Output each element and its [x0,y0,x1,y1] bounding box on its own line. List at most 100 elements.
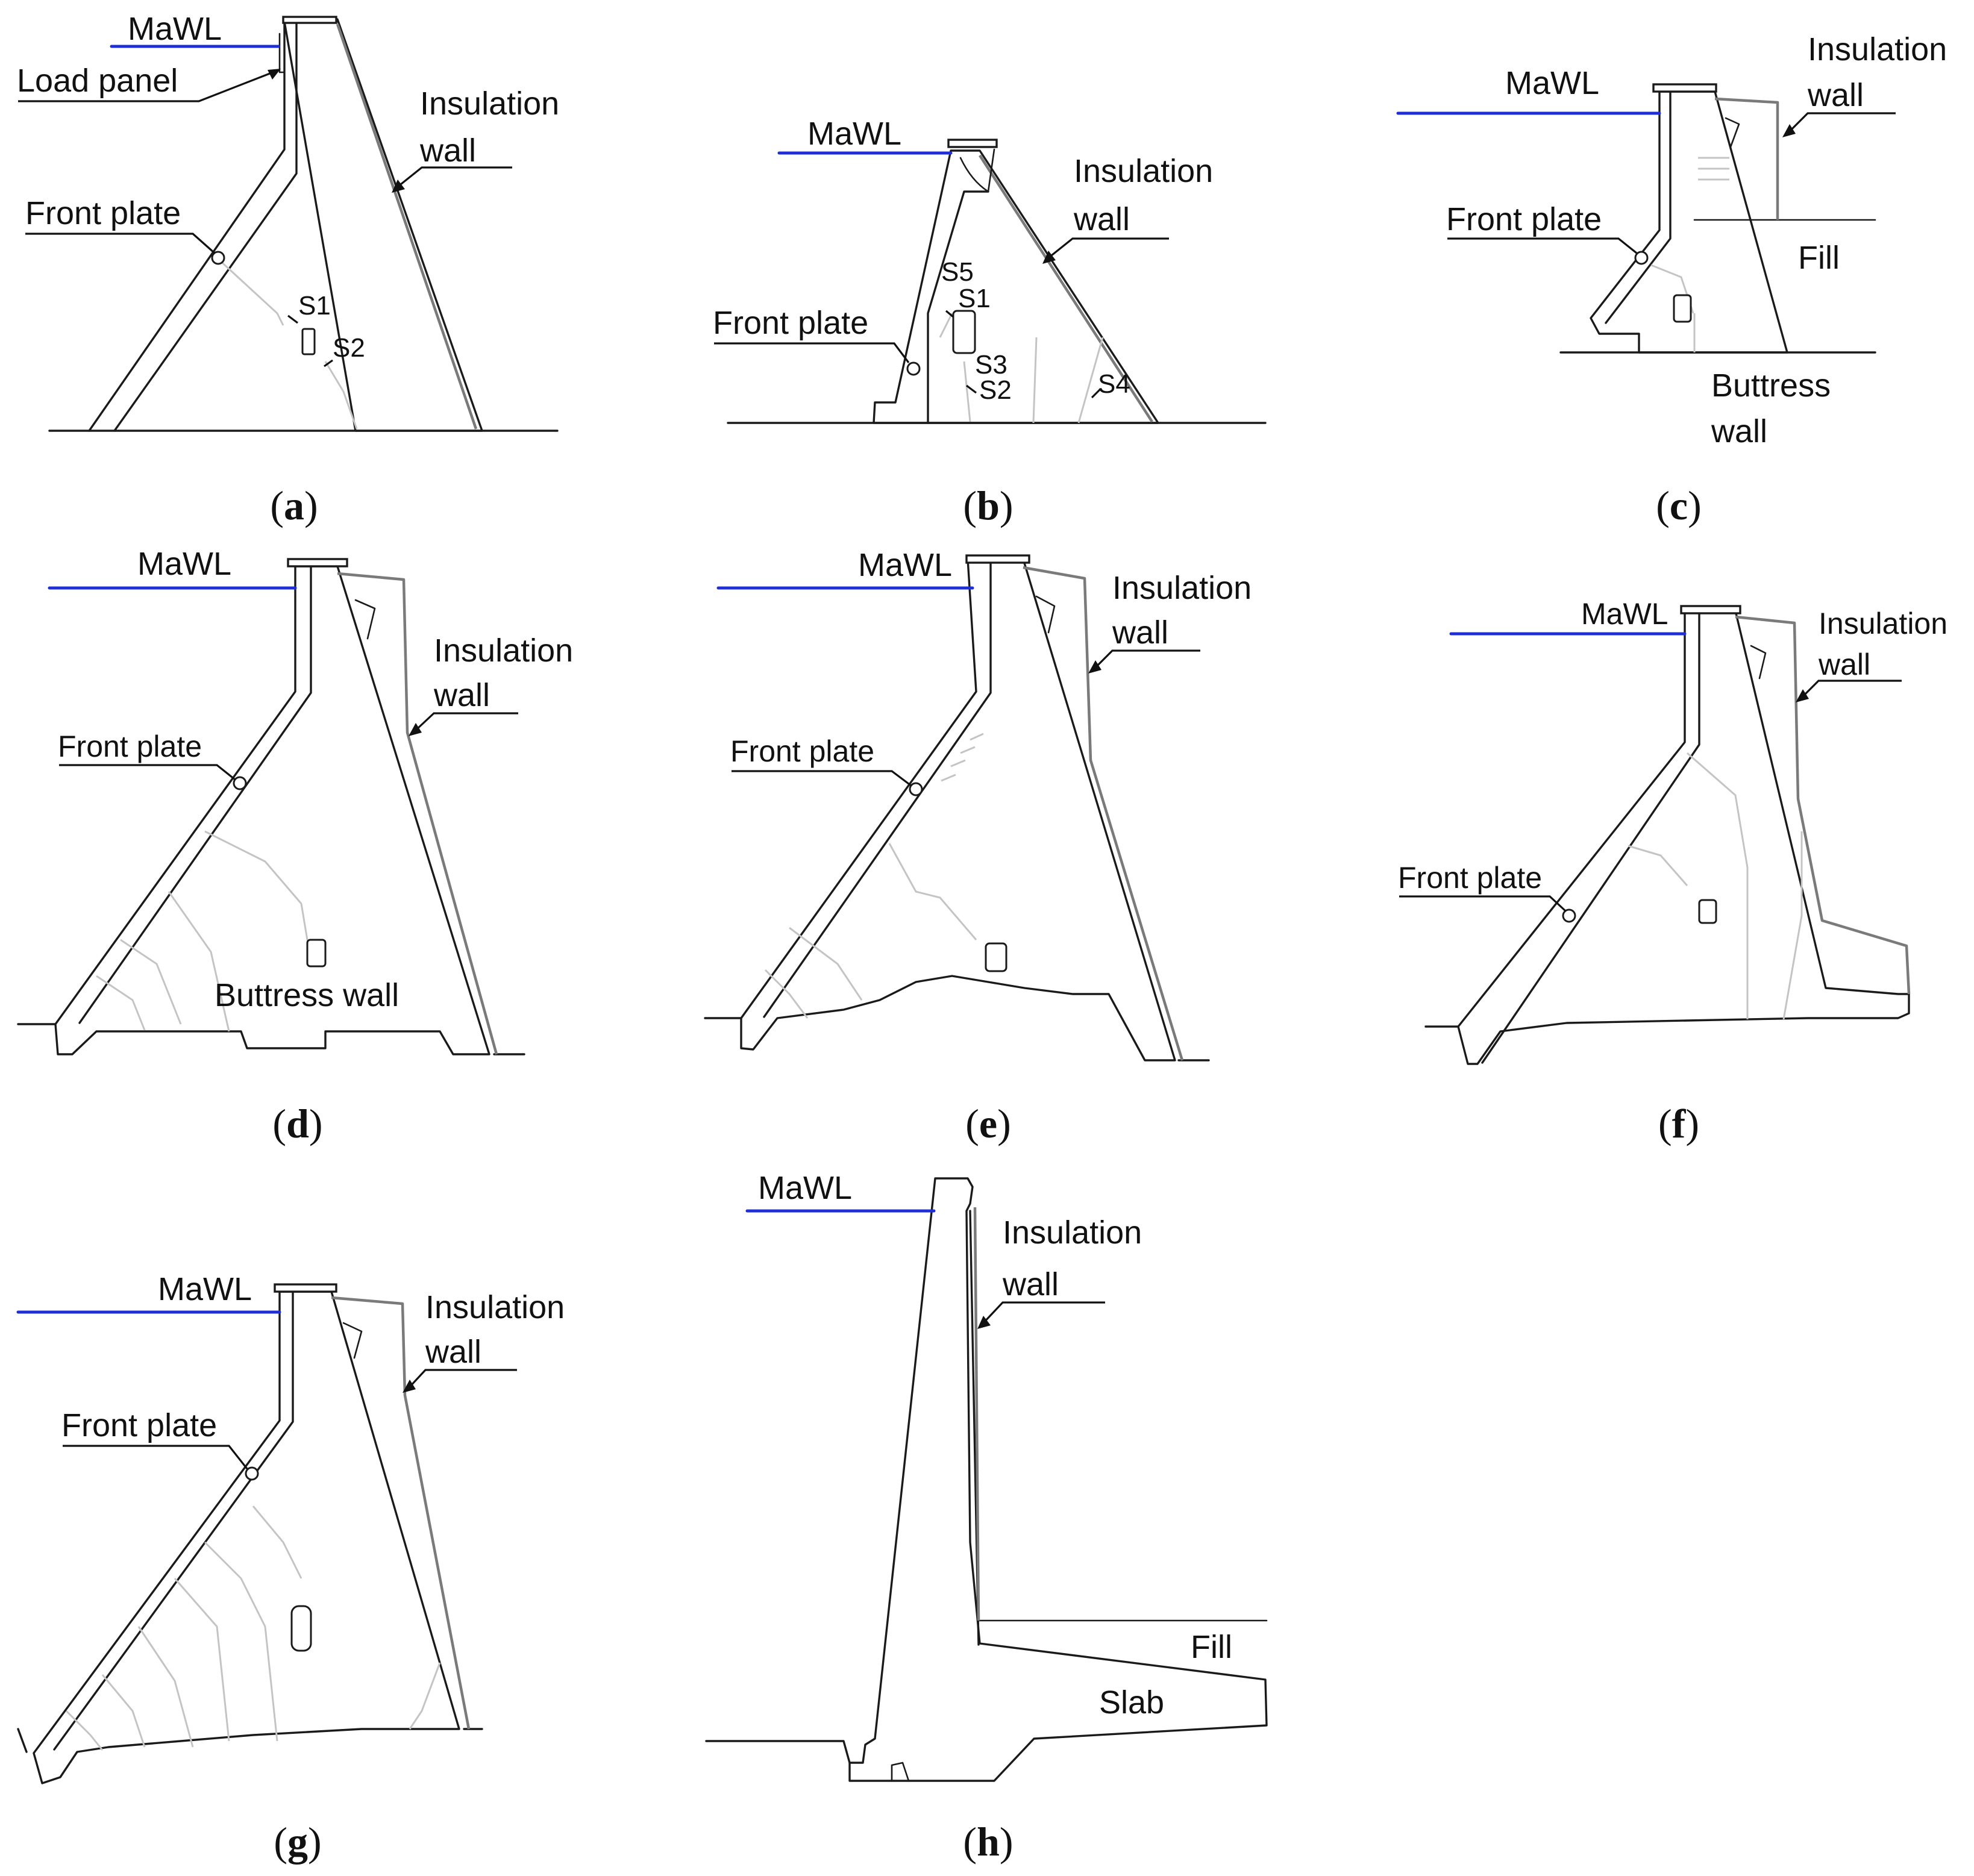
gallery-opening [1698,899,1717,924]
gallery-opening [306,939,327,968]
crack-line [1077,337,1104,424]
corbel [1750,645,1767,680]
measurement-point-marker [233,776,247,790]
sensor-arrow [1091,388,1101,399]
sensor-arrow [287,314,298,324]
water-level-label: MaWL [807,116,901,152]
gallery-opening [985,942,1007,972]
load-panel-label: Load panel [17,63,178,99]
front-plate-inner-edge [78,565,312,1024]
panel-caption: (d) [272,1101,322,1146]
front-plate-label: Front plate [1398,861,1542,895]
crack-line [409,1662,441,1730]
fill-label: Fill [1191,1629,1232,1665]
water-level-label: MaWL [858,547,952,583]
fill-label: Fill [1798,240,1840,276]
panel-f: MaWL Insulation wall Front plate (f) [1398,597,1947,1146]
crest-slab [282,16,337,24]
crack-line [204,1541,278,1742]
front-plate-leader [1447,237,1637,254]
gallery-opening [301,328,316,355]
insulation-label-line2: wall [1112,614,1168,651]
arrowhead [409,723,422,736]
crack-line [1628,845,1688,886]
front-plate-inner-edge [1605,90,1672,324]
panel-caption: (a) [270,483,318,528]
insulation-wall-line [1735,615,1911,995]
caption-letter: b [977,483,1000,528]
crack-line [950,759,966,768]
front-plate-label: Front plate [58,730,202,763]
insulation-leader [1788,112,1896,133]
arrowhead [977,1316,991,1329]
sensor-label: S3 [975,350,1007,380]
dam-outline [848,1177,1268,1782]
crack-line [252,1505,302,1579]
sensor-label: S4 [1098,369,1130,399]
ground-line [705,1740,851,1764]
crest-haunch [959,148,995,193]
front-plate-label: Front plate [25,195,181,231]
front-plate-label: Front plate [1446,201,1602,237]
caption-letter: e [979,1101,997,1146]
drain-opening [891,1762,910,1782]
front-plate-label: Front plate [730,734,874,768]
crest-slab [965,554,1030,564]
arrowhead [403,1380,416,1393]
insulation-wall-line [331,1296,471,1730]
arrowhead [268,69,281,80]
crack-line [120,939,182,1025]
insulation-label-line1: Insulation [434,633,573,669]
gallery-opening [290,1605,312,1652]
gallery-opening [1673,294,1692,323]
water-level-label: MaWL [1581,597,1668,631]
caption-letter: c [1670,483,1688,528]
crack-line [216,257,284,326]
front-plate-label: Front plate [713,305,868,341]
front-plate-leader [25,233,216,254]
measurement-point-marker [1634,251,1649,265]
insulation-label-line1: Insulation [1112,570,1252,606]
dam-outline [33,1290,460,1784]
insulation-wall-line [979,154,1153,423]
crest-slab [1680,605,1741,614]
insulation-wall-line [337,572,498,1055]
crest-slab [274,1283,337,1293]
insulation-leader [397,166,512,188]
sensor-arrow [966,384,977,394]
insulation-leader [982,1301,1105,1324]
slab-label: Slab [1099,1684,1164,1721]
front-plate-inner-edge [53,1290,294,1751]
water-level-label: MaWL [1505,65,1599,101]
corbel [342,1322,363,1359]
panel-caption: (f) [1658,1101,1699,1146]
insulation-leader [415,712,518,731]
arrowhead [392,180,405,193]
panel-d: MaWL Insulation wall Front plate Buttres… [17,546,573,1146]
front-plate-inner-edge [113,20,298,432]
crack-line [939,313,953,338]
insulation-label-line1: Insulation [420,86,559,122]
insulation-label-line2: wall [1002,1266,1059,1302]
front-plate-leader [714,342,910,363]
insulation-leader [1802,680,1902,698]
caption-letter: d [286,1101,309,1146]
front-plate-leader [1399,895,1567,912]
crack-line [963,361,971,422]
insulation-wall-line [973,1207,980,1621]
crack-line [96,975,146,1031]
caption-letter: a [284,483,304,528]
insulation-leader [409,1369,517,1388]
crack-line [1032,337,1038,424]
panel-a: MaWL Load panel Insulation wall Front pl… [17,11,559,528]
crack-line [174,1578,230,1742]
crack-line [789,927,863,1001]
corbel [1035,595,1056,634]
crack-line [960,746,976,754]
measurement-point-marker [245,1466,259,1481]
crack-line [764,969,809,1019]
crest-slab [947,139,998,148]
panel-b: MaWL Insulation wall Front plate S5 S1 S… [713,116,1267,528]
measurement-point-marker [909,782,923,796]
panel-caption: (g) [274,1819,321,1865]
